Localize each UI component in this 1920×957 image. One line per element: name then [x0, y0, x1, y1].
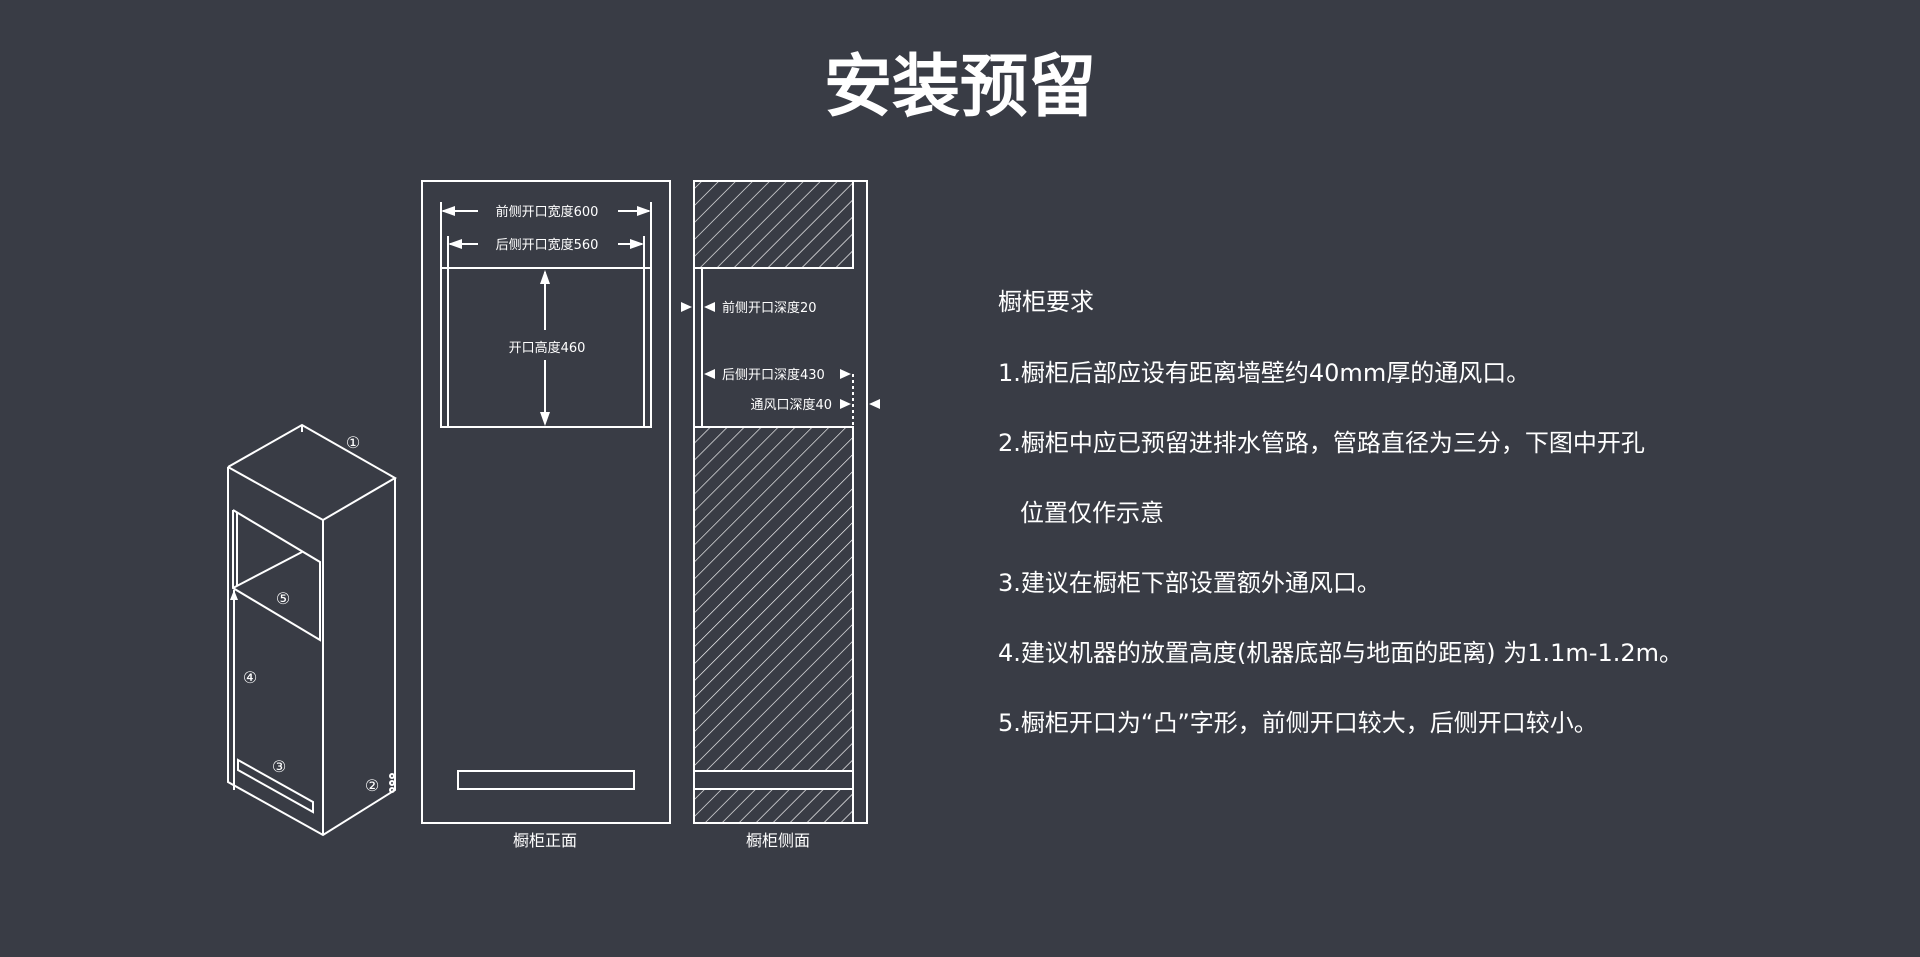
requirement-item: 5.橱柜开口为“凸”字形，前侧开口较大，后侧开口较小。: [998, 709, 1598, 737]
marker-2: ②: [365, 776, 379, 795]
requirement-item: 4.建议机器的放置高度(机器底部与地面的距离) 为1.1m-1.2m。: [998, 639, 1683, 667]
marker-5: ⑤: [276, 589, 290, 608]
vent-depth-label: 通风口深度40: [750, 397, 832, 413]
side-view-caption: 橱柜侧面: [746, 831, 810, 850]
marker-4: ④: [243, 668, 257, 687]
opening-height-label: 开口高度460: [509, 340, 586, 356]
isometric-cabinet: ① ② ③ ④ ⑤: [227, 423, 398, 837]
front-width-label: 前侧开口宽度600: [496, 204, 599, 220]
page-title: 安装预留: [824, 48, 1096, 127]
marker-1: ①: [346, 433, 360, 452]
front-view-caption: 橱柜正面: [513, 831, 577, 850]
marker-3: ③: [272, 757, 286, 776]
requirements-heading: 橱柜要求: [998, 288, 1094, 316]
back-depth-label: 后侧开口深度430: [722, 367, 825, 383]
requirement-item: 1.橱柜后部应设有距离墙壁约40mm厚的通风口。: [998, 359, 1530, 387]
requirement-item: 位置仅作示意: [1020, 499, 1164, 527]
requirement-item: 2.橱柜中应已预留进排水管路，管路直径为三分，下图中开孔: [998, 429, 1645, 457]
requirement-item: 3.建议在橱柜下部设置额外通风口。: [998, 569, 1381, 597]
front-depth-label: 前侧开口深度20: [722, 300, 817, 316]
requirements-list: 橱柜要求 1.橱柜后部应设有距离墙壁约40mm厚的通风口。 2.橱柜中应已预留进…: [998, 288, 1683, 737]
front-view: 前侧开口宽度600 后侧开口宽度560 开口高度460 橱柜正面: [421, 180, 671, 850]
side-view: 前侧开口深度20 后侧开口深度430 通风口深度40 橱柜侧面: [681, 180, 880, 850]
back-width-label: 后侧开口宽度560: [496, 237, 599, 253]
